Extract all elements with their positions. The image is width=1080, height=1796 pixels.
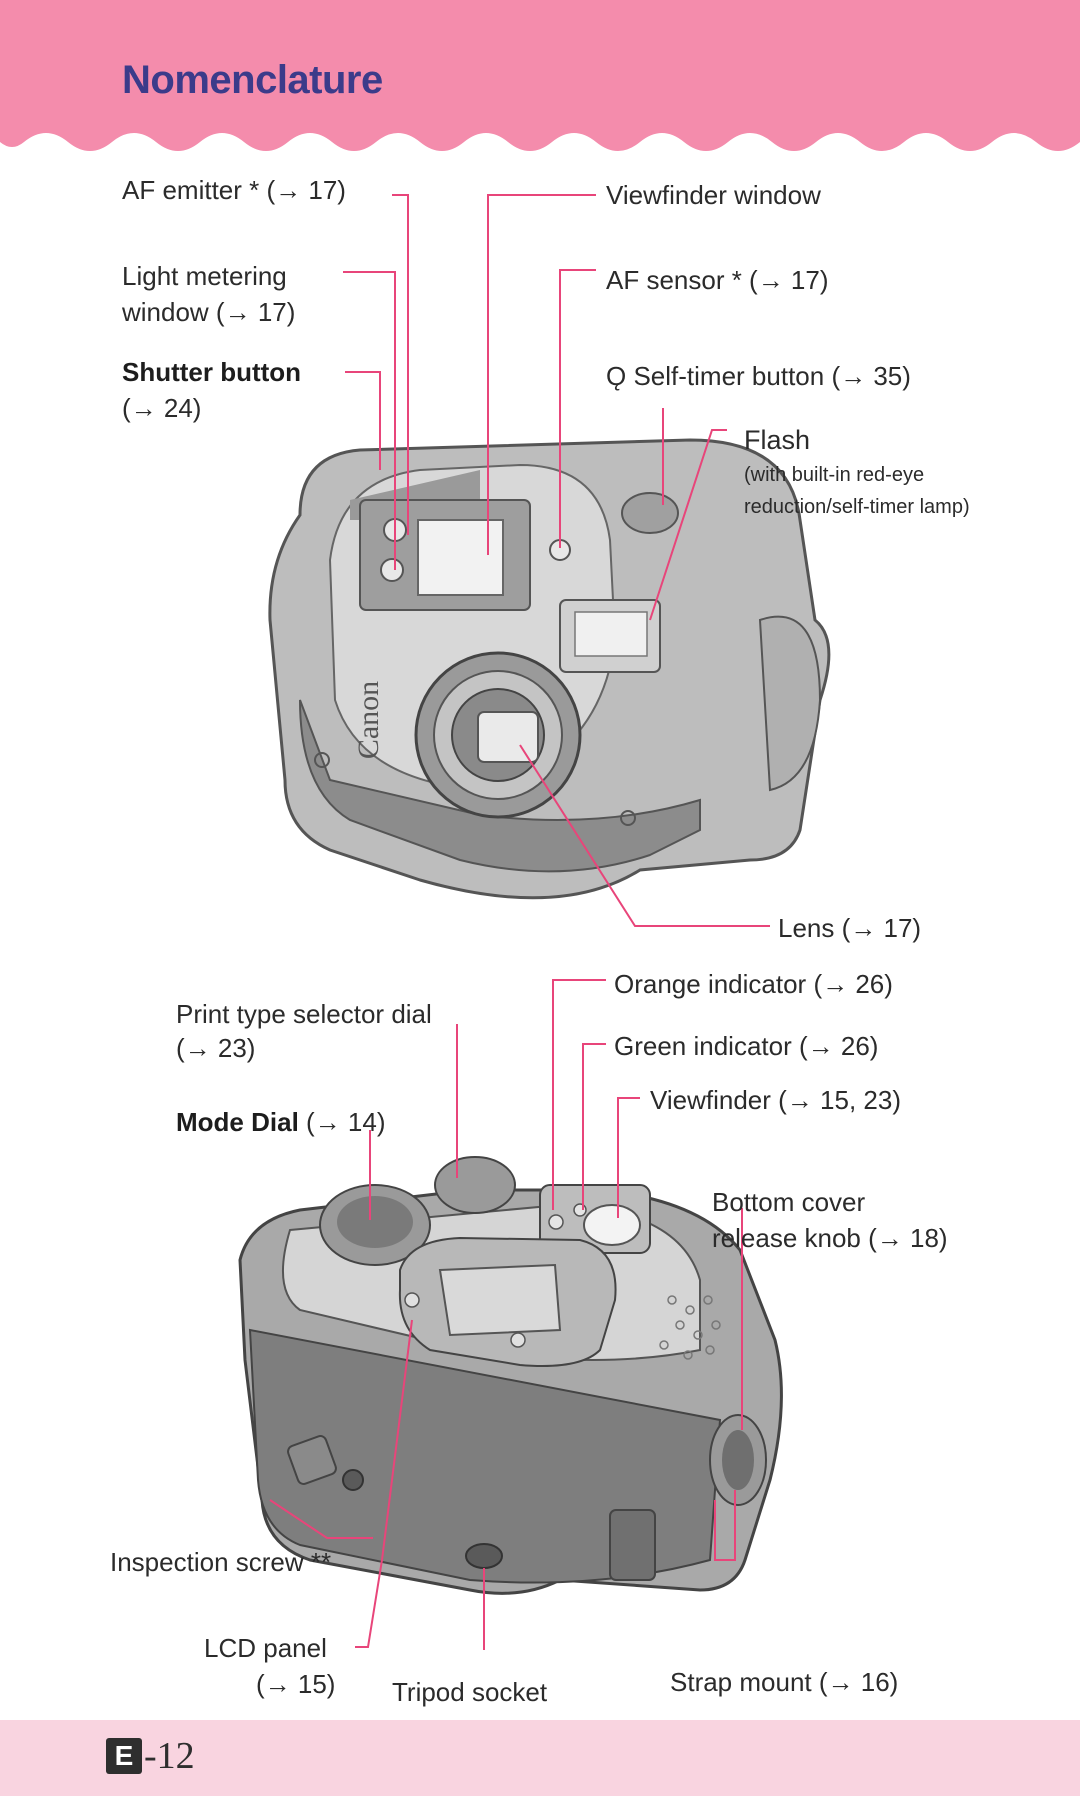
label-light-metering-line1: Light metering [122,261,287,291]
page-number-text: -12 [144,1735,195,1777]
label-bottom-cover-line1: Bottom cover [712,1187,866,1217]
label-shutter-button: Shutter button [122,354,301,390]
label-lcd-panel: LCD panel [204,1633,327,1663]
label-flash-note-line1: (with built-in red-eye [744,464,925,486]
label-shutter-ref: (→ 24) [122,393,202,423]
label-mode-dial: Mode Dial (→ 14) [176,1104,385,1140]
brand-logo: Canon [352,681,385,759]
label-flash-note-line2: reduction/self-timer lamp) [744,496,970,518]
label-af-sensor: AF sensor * (→ 17) [606,265,829,295]
label-flash: Flash [744,425,811,455]
label-orange-indicator: Orange indicator (→ 26) [614,969,893,999]
label-strap-mount: Strap mount (→ 16) [670,1667,899,1697]
label-light-metering-line2: window (→ 17) [122,297,296,327]
label-inspection-screw: Inspection screw ** [110,1547,332,1577]
header-band [0,0,1080,151]
label-self-timer: Ǫ Self-timer button (→ 35) [606,358,911,394]
figures-canvas: Canon [238,194,831,1650]
shutter-button-name: Shutter button [122,357,302,387]
label-print-type-line1: Print type selector dial [176,999,432,1029]
label-lens: Lens (→ 17) [778,913,922,943]
label-af-emitter: AF emitter * (→ 17) [122,175,346,205]
section-letter-badge: E [106,1738,142,1774]
self-timer-icon: Ǫ [606,361,627,391]
label-bottom-cover-line2: release knob (→ 18) [712,1223,948,1253]
page-title: Nomenclature [122,58,383,102]
mode-dial-name: Mode Dial [176,1107,299,1137]
label-viewfinder: Viewfinder (→ 15, 23) [650,1085,901,1115]
camera-back-icon [238,1156,783,1595]
label-tripod-socket: Tripod socket [392,1677,548,1707]
leader-lines [269,194,770,1650]
page-number: E-12 [106,1732,195,1780]
mode-dial-ref: (→ 14) [298,1107,386,1137]
label-viewfinder-window: Viewfinder window [606,180,821,210]
label-lcd-ref: (→ 15) [256,1669,336,1699]
label-green-indicator: Green indicator (→ 26) [614,1031,879,1061]
label-print-type-line2: (→ 23) [176,1033,256,1063]
footer-band [0,1720,1080,1796]
self-timer-text: Self-timer button (→ 35) [633,361,911,391]
